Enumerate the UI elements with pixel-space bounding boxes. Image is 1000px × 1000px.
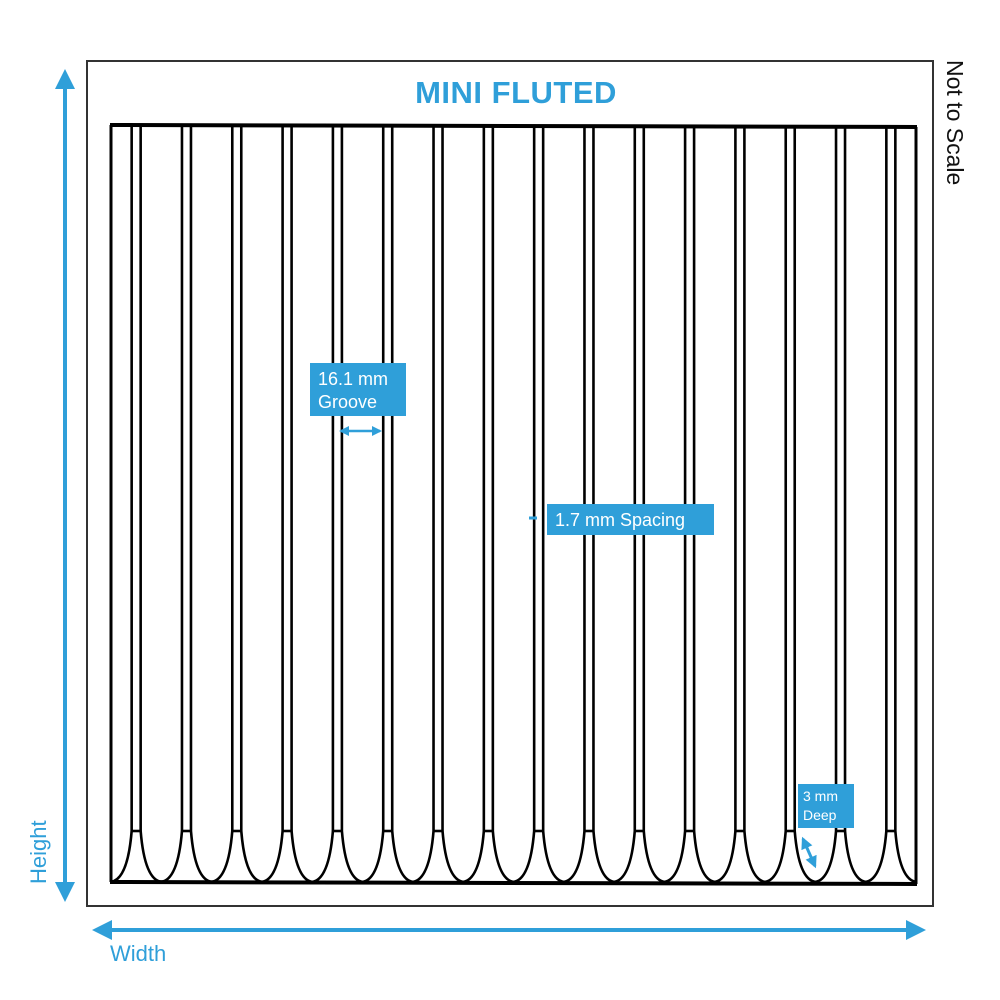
groove-tag — [310, 363, 406, 416]
flute-rib-right-edge — [491, 126, 515, 884]
flute-rib-left-edge — [764, 126, 788, 884]
height-label: Height — [26, 820, 51, 884]
depth-label: Deep — [803, 807, 837, 823]
flute-rib-right-edge — [743, 126, 766, 884]
groove-value: 16.1 mm — [318, 369, 388, 389]
flute-rib-left-edge — [512, 126, 536, 884]
flute-rib-left-edge — [261, 126, 284, 884]
panel-outline — [109, 123, 918, 886]
flute-rib-left-edge — [462, 126, 486, 884]
flute-rib-right-edge — [390, 126, 414, 884]
flute-rib-right-edge — [290, 126, 314, 884]
depth-tag — [798, 784, 854, 828]
flute-rib-left-edge — [814, 126, 838, 884]
depth-arrow — [801, 836, 817, 869]
flute-pattern — [110, 126, 917, 884]
groove-callout: 16.1 mm Groove — [310, 363, 406, 436]
flute-rib-left-edge — [713, 126, 737, 884]
spacing-callout: 1.7 mm Spacing — [529, 504, 714, 535]
flute-rib-left-edge — [311, 126, 335, 884]
flute-rib-right-edge — [793, 126, 817, 884]
flute-rib-left-edge — [160, 126, 184, 884]
flute-rib-right-edge — [843, 126, 867, 884]
spacing-label: 1.7 mm Spacing — [555, 510, 685, 530]
diagram-title: MINI FLUTED — [415, 75, 617, 110]
flute-rib-right-edge — [189, 126, 213, 884]
flute-rib-left-edge — [110, 126, 133, 884]
depth-callout: 3 mm Deep — [798, 784, 854, 869]
flute-rib-right-edge — [441, 126, 465, 884]
spacing-tag — [547, 504, 714, 535]
flute-rib-right-edge — [894, 126, 917, 884]
not-to-scale-note: Not to Scale — [942, 60, 968, 185]
width-label: Width — [110, 941, 166, 966]
flute-rib-left-edge — [210, 126, 234, 884]
depth-value: 3 mm — [803, 788, 838, 804]
flute-rib-left-edge — [864, 126, 888, 884]
flute-rib-left-edge — [361, 126, 385, 884]
flute-rib-left-edge — [412, 126, 435, 884]
flute-rib-right-edge — [139, 126, 163, 884]
flute-rib-right-edge — [340, 126, 364, 884]
groove-label: Groove — [318, 392, 377, 412]
flute-rib-right-edge — [239, 126, 263, 884]
outer-frame — [86, 60, 934, 907]
